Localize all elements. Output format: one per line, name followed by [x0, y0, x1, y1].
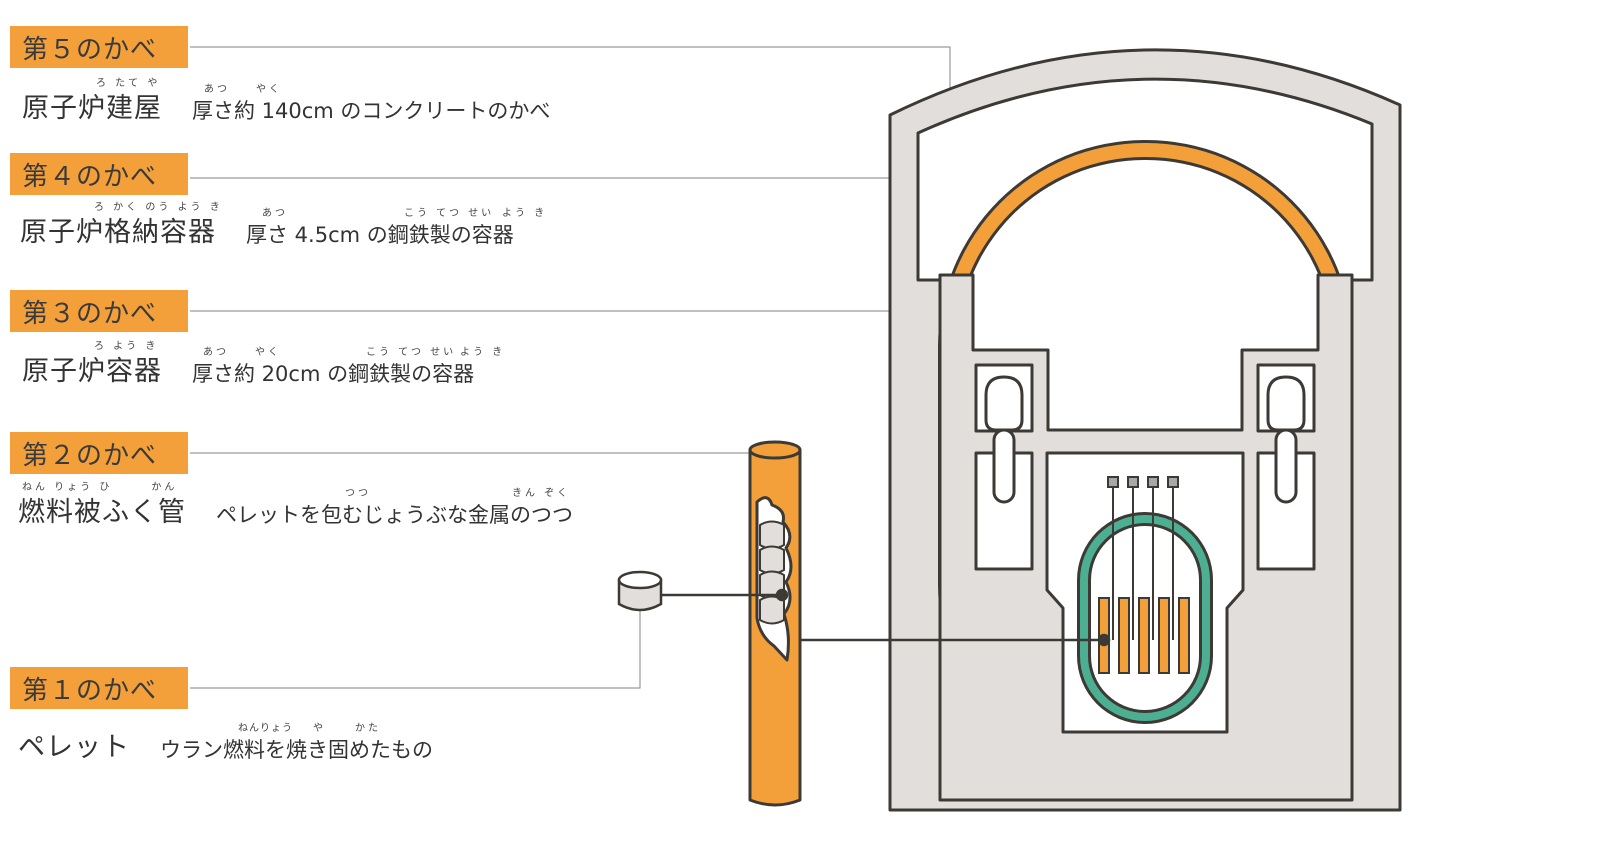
fuel-cladding-tube	[748, 440, 802, 807]
wall-2-desc: ペレットを包むじょうぶな金属のつつ	[216, 503, 573, 527]
wall-5-row: 原子炉建屋 厚さ約 140cm のコンクリートのかべ	[22, 86, 550, 125]
wall-4-desc-ruby: あつ	[262, 208, 288, 219]
pellet-top	[617, 570, 663, 590]
pointer-lines	[662, 588, 1111, 647]
wall-2-tag: 第２のかべ	[10, 432, 188, 474]
wall-1-desc-ruby-3: かた	[355, 723, 381, 734]
wall-4-tag-text: 第４のかべ	[22, 161, 158, 192]
control-rod-cap	[1107, 476, 1119, 488]
wall-1-desc: ウラン燃料を焼き固めたもの	[160, 738, 433, 762]
pellet-in-tube	[759, 545, 785, 575]
steam-generators	[984, 375, 1306, 504]
pellet-in-tube	[759, 520, 785, 550]
wall-1-tag: 第１のかべ	[10, 667, 188, 709]
right-steam-generator-top	[1266, 375, 1306, 432]
wall-4-row: 原子炉格納容器 厚さ 4.5cm の鋼鉄製の容器	[20, 210, 514, 249]
wall-1-desc-ruby: ねんりょう	[238, 723, 293, 734]
wall-4-desc-ruby-3: よう き	[502, 208, 548, 219]
pellet-in-tube	[759, 595, 785, 625]
fuel-assembly	[1178, 597, 1190, 674]
wall-3-name: 原子炉容器	[22, 356, 162, 387]
wall-2-row: 燃料被ふく管 ペレットを包むじょうぶな金属のつつ	[18, 490, 573, 529]
cladding-top	[748, 440, 802, 460]
leader-line-1	[190, 608, 641, 689]
fuel-assembly	[1158, 597, 1170, 674]
control-rod-cap	[1167, 476, 1179, 488]
wall-3-desc-ruby-3: よう き	[460, 347, 506, 358]
wall-2-desc-ruby: つつ	[345, 488, 371, 499]
wall-3-desc-ruby: あつ やく	[203, 347, 281, 358]
wall-2-tag-text: 第２のかべ	[22, 440, 158, 471]
wall-5-desc-ruby: あつ やく	[204, 84, 282, 95]
fuel-assembly	[1118, 597, 1130, 674]
wall-2-desc-ruby-2: きん ぞく	[512, 488, 571, 499]
wall-3-desc: 厚さ約 20cm の鋼鉄製の容器	[192, 362, 475, 386]
wall-1-name: ペレット	[18, 732, 130, 763]
pellet-pointer-dot	[775, 588, 789, 602]
wall-5-name-ruby: ろ たて や	[96, 78, 161, 89]
wall-5-tag-text: 第５のかべ	[22, 34, 158, 65]
stacked-pellets	[759, 520, 785, 625]
wall-5-tag: 第５のかべ	[10, 26, 188, 68]
control-rods	[1107, 476, 1179, 640]
wall-1-row: ペレット ウラン燃料を焼き固めたもの	[18, 725, 433, 764]
fuel-pointer-dot	[1097, 633, 1111, 647]
wall-4-name-ruby: ろ かく のう よう き	[94, 202, 223, 213]
wall-3-desc-ruby-2: こう てつ せい	[366, 347, 457, 358]
wall-4-name: 原子炉格納容器	[20, 217, 216, 248]
wall-5-name: 原子炉建屋	[22, 93, 162, 124]
wall-4-desc: 厚さ 4.5cm の鋼鉄製の容器	[246, 223, 514, 247]
control-rod-cap	[1127, 476, 1139, 488]
wall-1-tag-text: 第１のかべ	[22, 675, 158, 706]
control-rod-cap	[1147, 476, 1159, 488]
wall-3-name-ruby: ろ よう き	[94, 341, 159, 352]
wall-4-desc-ruby-2: こう てつ せい	[404, 208, 495, 219]
wall-3-tag: 第３のかべ	[10, 290, 188, 332]
wall-4-tag: 第４のかべ	[10, 153, 188, 195]
wall-3-tag-text: 第３のかべ	[22, 298, 158, 329]
right-steam-generator-pipe	[1274, 428, 1298, 504]
wall-2-name: 燃料被ふく管	[18, 497, 186, 528]
wall-3-row: 原子炉容器 厚さ約 20cm の鋼鉄製の容器	[22, 349, 474, 388]
leader-line-5	[190, 46, 951, 95]
wall-5-desc: 厚さ約 140cm のコンクリートのかべ	[192, 99, 551, 123]
fuel-assembly	[1138, 597, 1150, 674]
wall-2-name-ruby: ねん りょう ひ かん	[22, 482, 178, 493]
pellet	[617, 570, 663, 612]
left-steam-generator-top	[984, 375, 1024, 432]
left-steam-generator-pipe	[992, 428, 1016, 504]
wall-1-desc-ruby-2: や	[313, 723, 326, 734]
